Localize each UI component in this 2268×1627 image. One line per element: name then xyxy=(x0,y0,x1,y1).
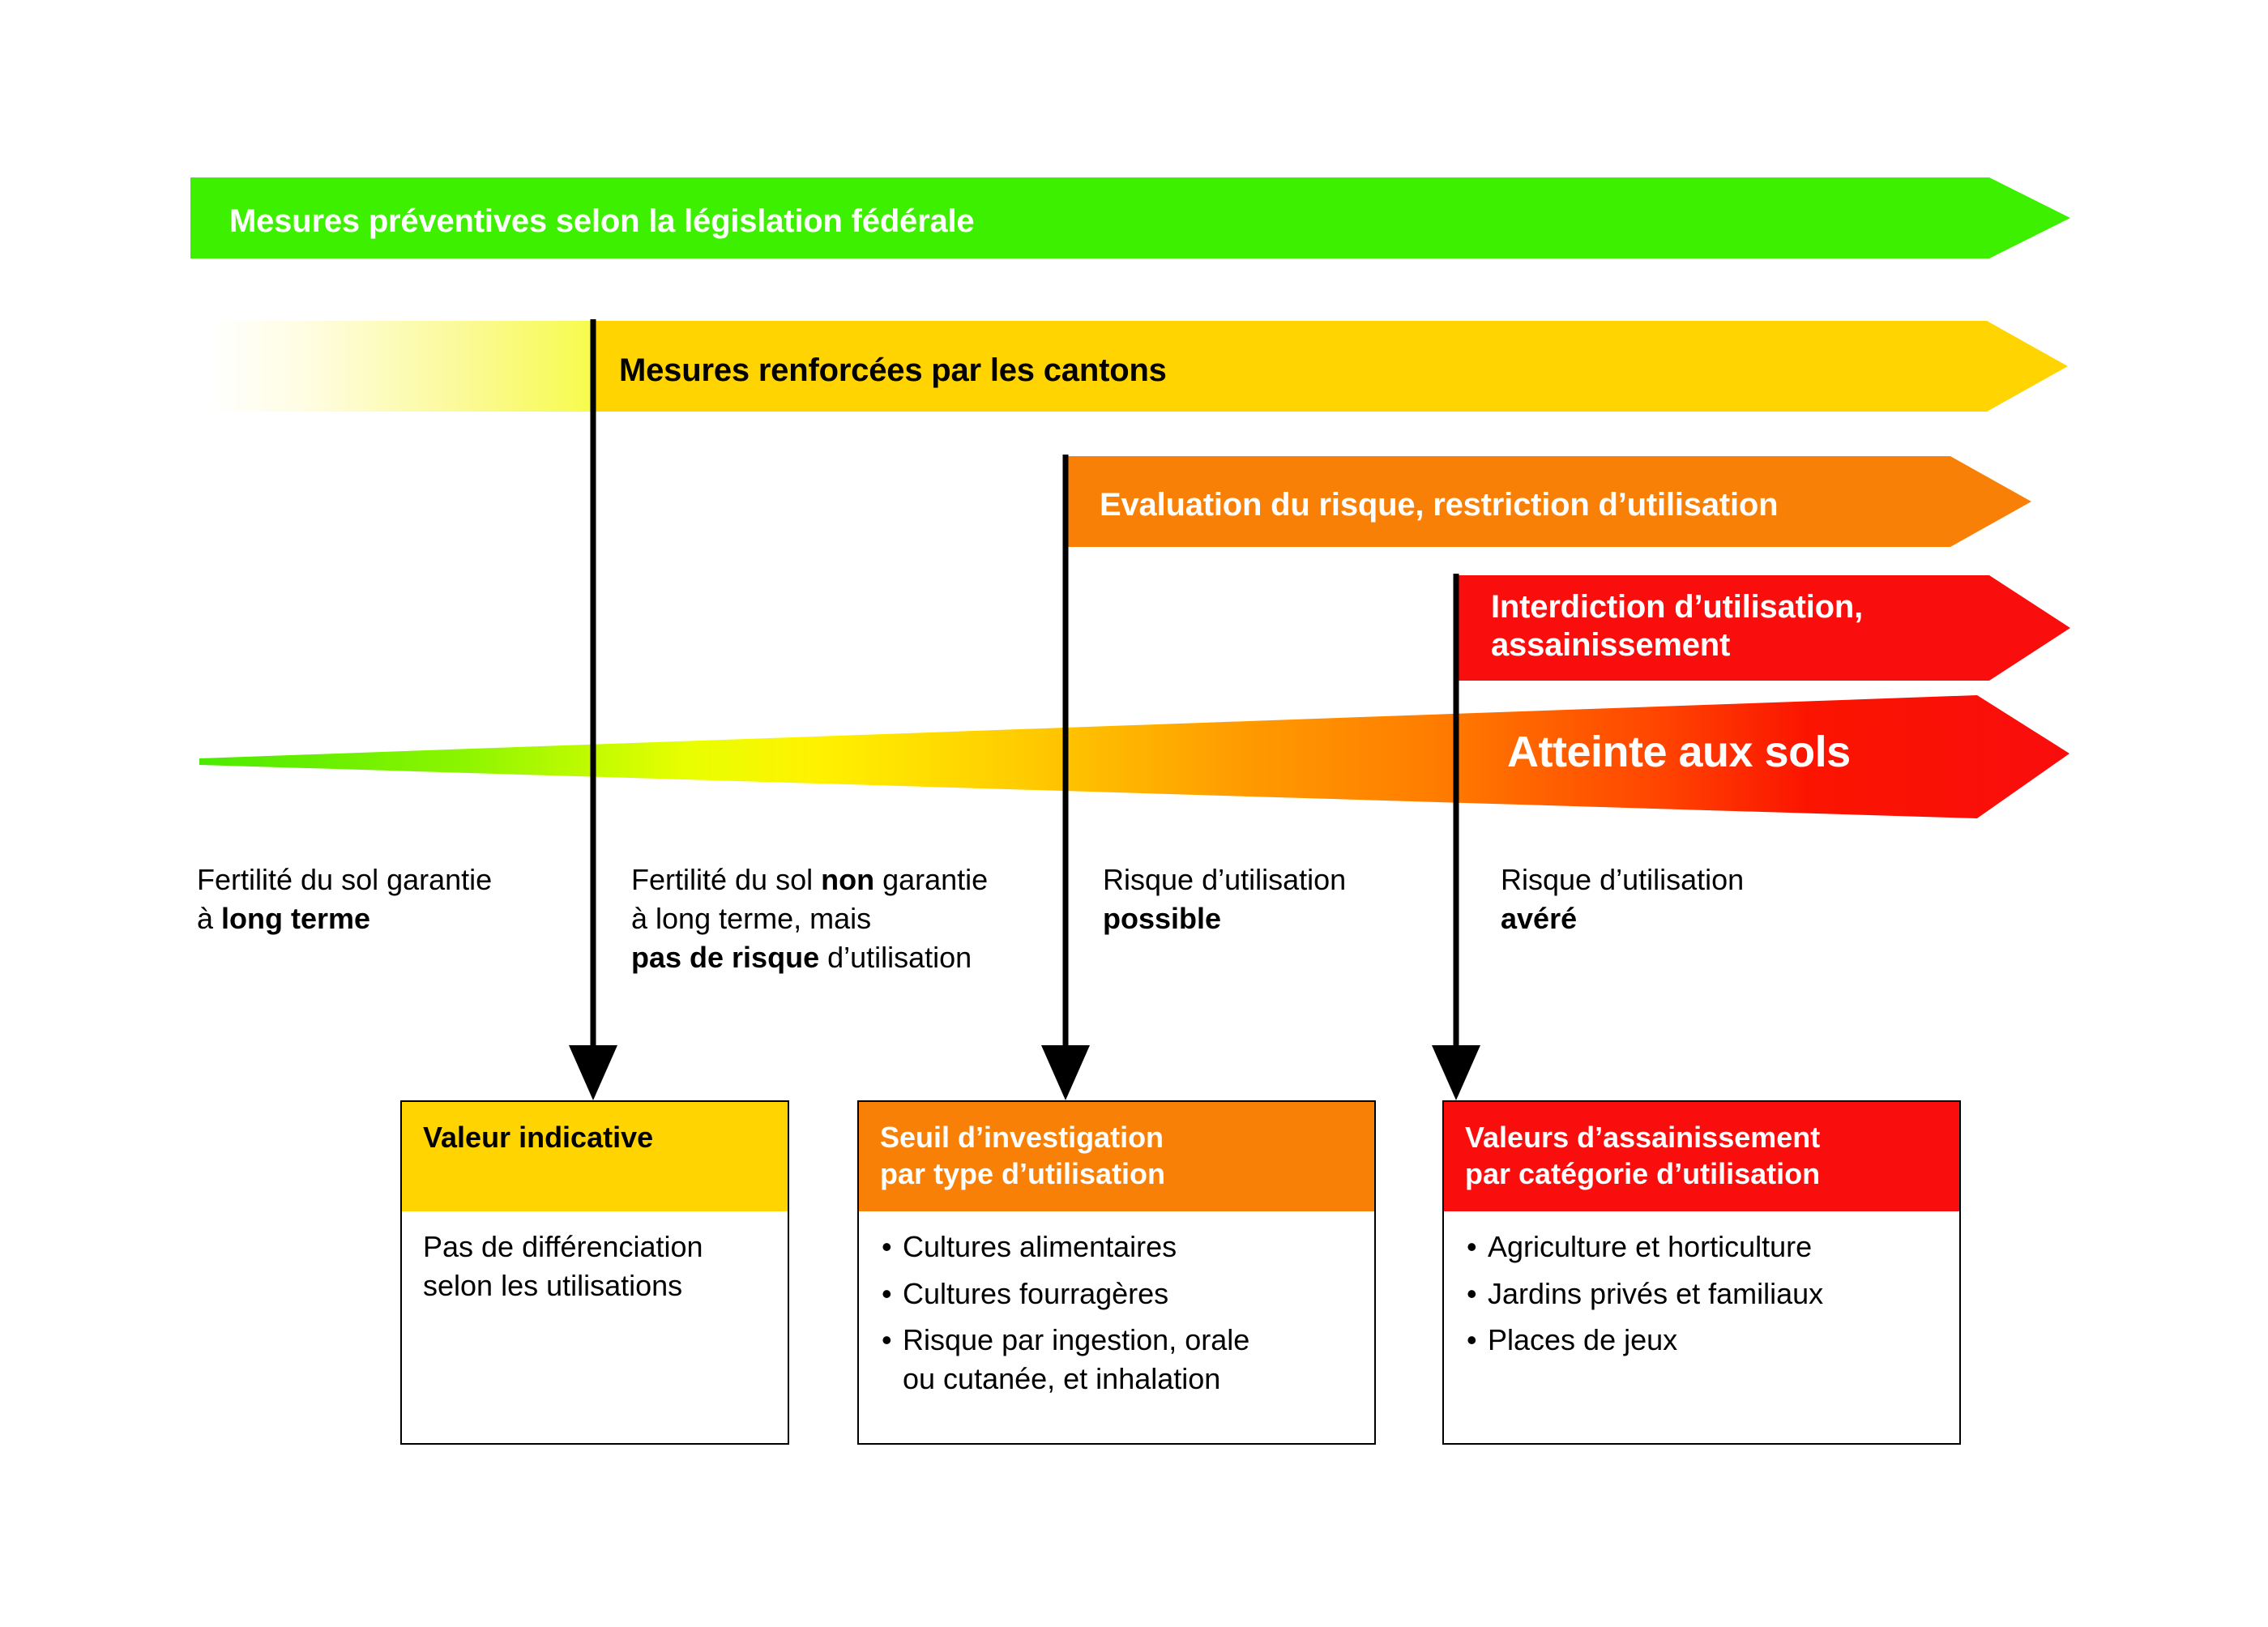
list-item: Cultures fourragères xyxy=(880,1275,1355,1313)
box-seuil-investigation-list: Cultures alimentaires Cultures fourragèr… xyxy=(880,1228,1355,1398)
box-seuil-investigation-header: Seuil d’investigation par type d’utilisa… xyxy=(859,1102,1374,1211)
band-cantonal xyxy=(207,321,2068,412)
list-item: Risque par ingestion, orale ou cutanée, … xyxy=(880,1321,1355,1398)
band-preventive-label: Mesures préventives selon la législation… xyxy=(229,203,975,239)
band-interdiction xyxy=(1456,575,2070,681)
connector-3 xyxy=(1430,574,1482,1105)
box-valeur-indicative-header: Valeur indicative xyxy=(402,1102,788,1211)
connector-1 xyxy=(567,319,619,1105)
band-evaluation xyxy=(1066,456,2031,547)
soil-impact-label: Atteinte aux sols xyxy=(1507,728,1851,776)
list-item: Places de jeux xyxy=(1465,1321,1940,1360)
soil-impact-wedge xyxy=(199,695,2069,820)
box-seuil-investigation[interactable]: Seuil d’investigation par type d’utilisa… xyxy=(857,1100,1376,1445)
box-valeur-indicative[interactable]: Valeur indicative Pas de différenciation… xyxy=(400,1100,789,1445)
box-seuil-investigation-body: Cultures alimentaires Cultures fourragèr… xyxy=(859,1211,1374,1420)
band-interdiction-label: Interdiction d’utilisation, assainisseme… xyxy=(1491,589,1864,664)
list-item: Jardins privés et familiaux xyxy=(1465,1275,1940,1313)
band-preventive xyxy=(190,177,2070,258)
band-cantonal-label: Mesures renforcées par les cantons xyxy=(619,352,1167,388)
box-valeur-indicative-text: Pas de différenciation selon les utilisa… xyxy=(423,1230,703,1302)
box-valeur-indicative-body: Pas de différenciation selon les utilisa… xyxy=(402,1211,788,1319)
list-item: Cultures alimentaires xyxy=(880,1228,1355,1266)
box-valeurs-assainissement-body: Agriculture et horticulture Jardins priv… xyxy=(1444,1211,1959,1382)
box-valeurs-assainissement-header: Valeurs d’assainissement par catégorie d… xyxy=(1444,1102,1959,1211)
box-valeurs-assainissement[interactable]: Valeurs d’assainissement par catégorie d… xyxy=(1442,1100,1961,1445)
band-evaluation-label: Evaluation du risque, restriction d’util… xyxy=(1100,487,1779,523)
box-valeurs-assainissement-list: Agriculture et horticulture Jardins priv… xyxy=(1465,1228,1940,1360)
list-item: Agriculture et horticulture xyxy=(1465,1228,1940,1266)
connector-2 xyxy=(1040,455,1091,1105)
